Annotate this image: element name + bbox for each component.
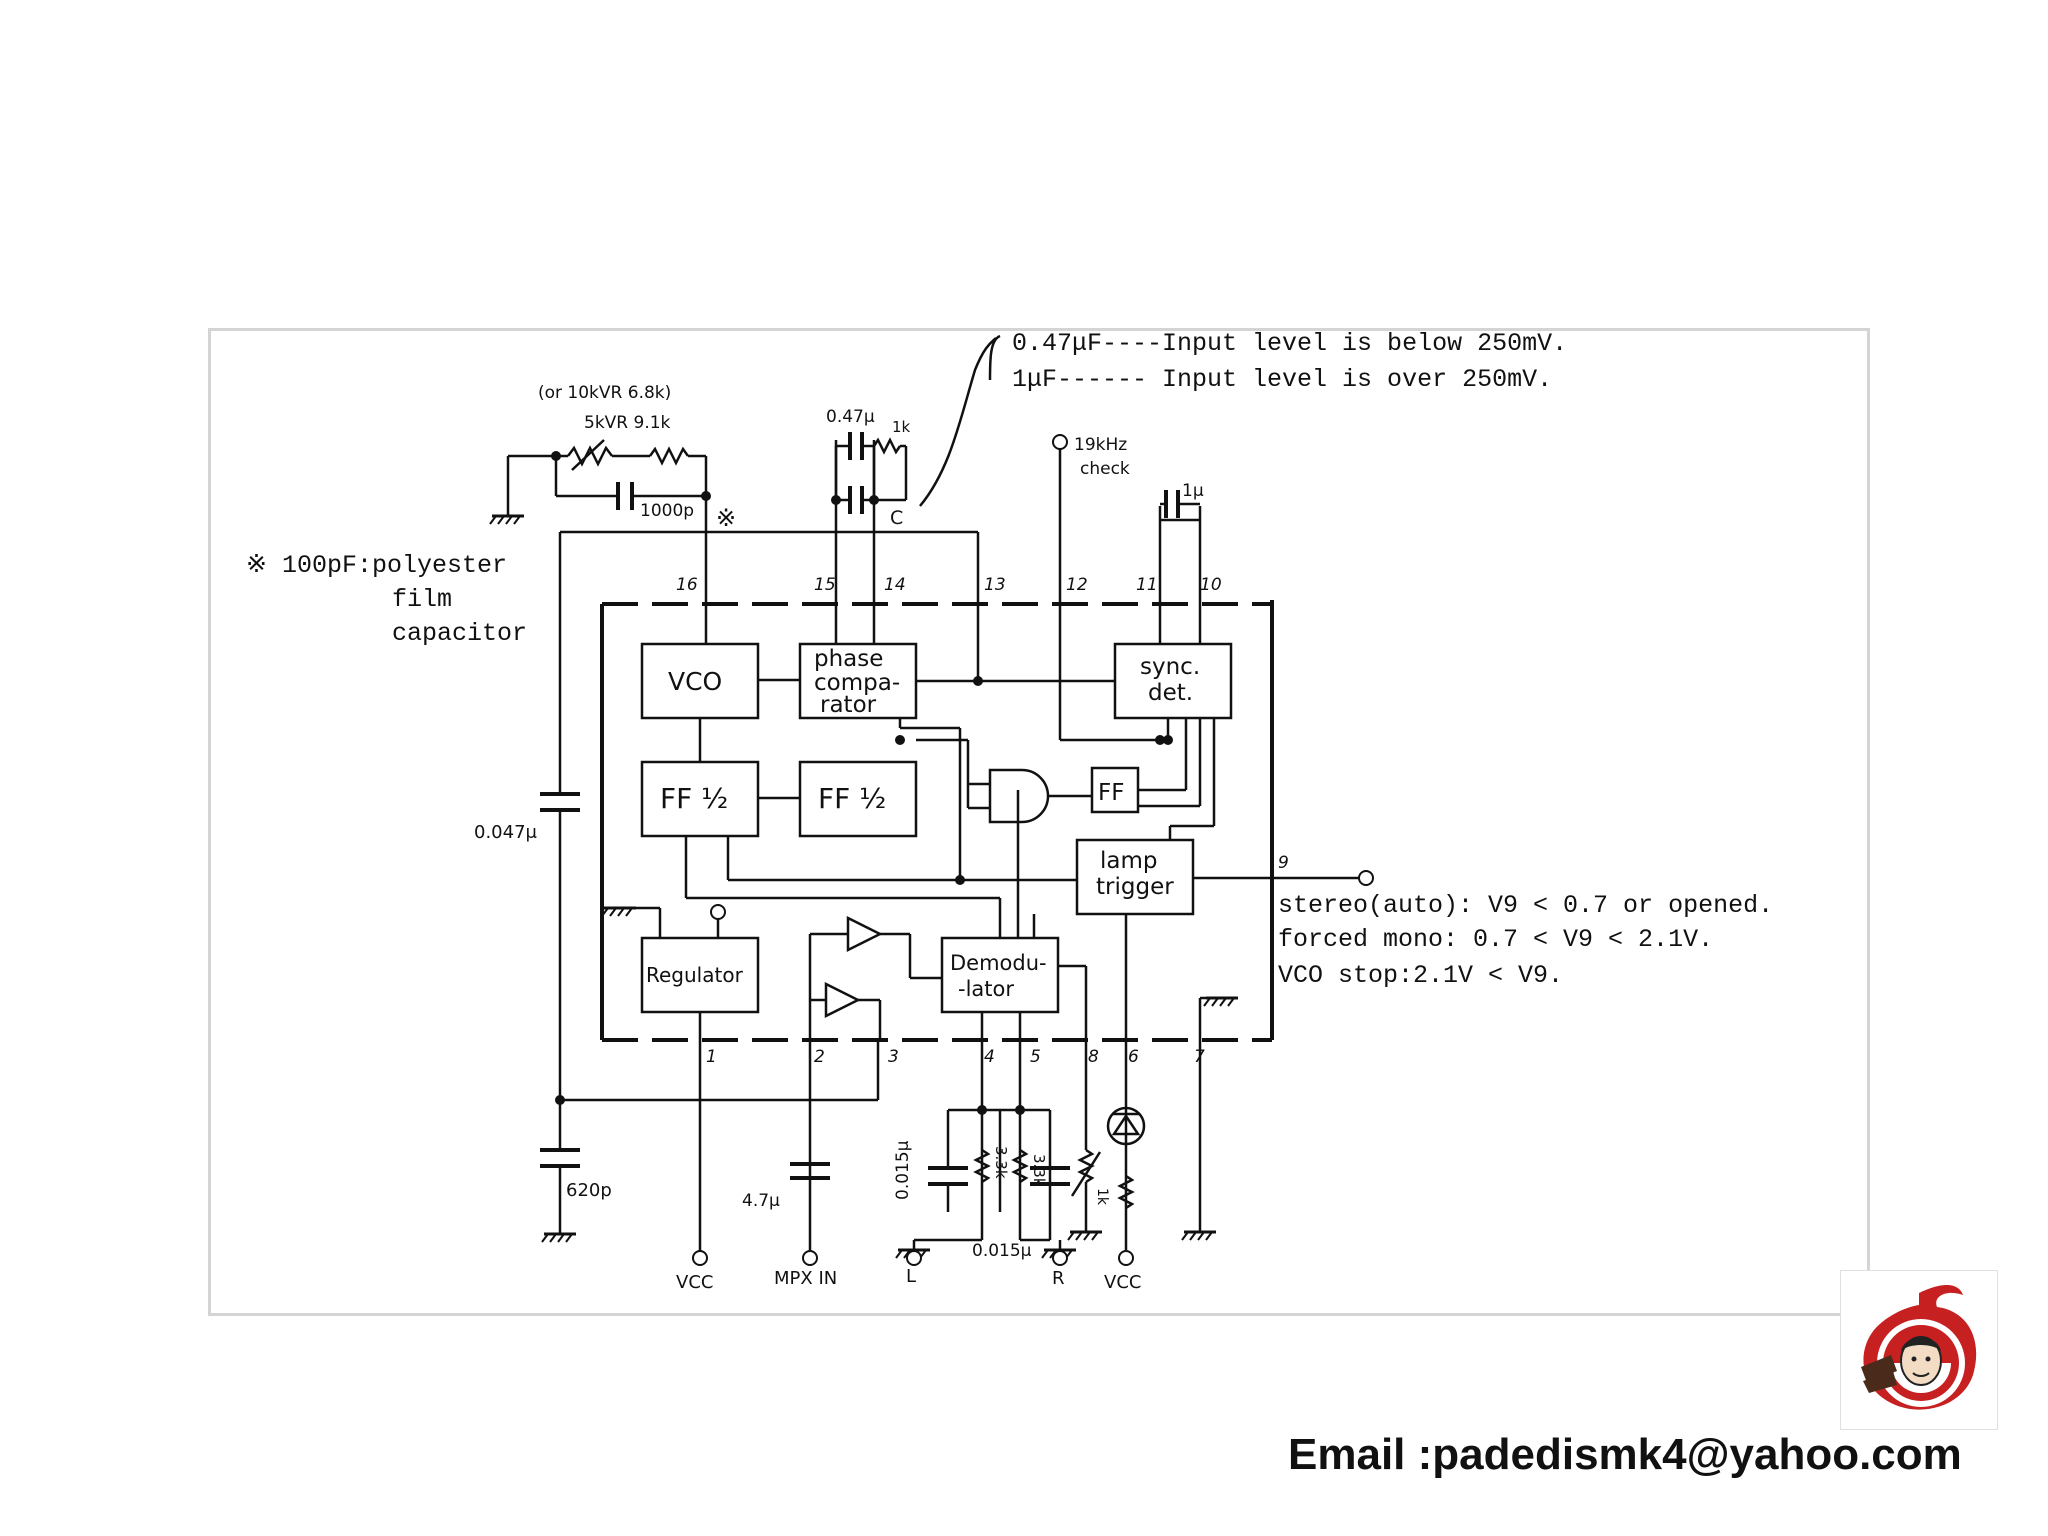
- pin-16: 16: [676, 575, 698, 595]
- phase-label-1: phase: [814, 646, 883, 672]
- junction-dots: [551, 451, 1173, 1115]
- and-gate: [988, 768, 1050, 824]
- pin-6: 6: [1128, 1047, 1139, 1067]
- note-top-line2: 1μF------ Input level is over 250mV.: [1012, 365, 1552, 394]
- logo-emblem-icon: [1861, 1284, 1977, 1410]
- note-right-line1: stereo(auto): V9 < 0.7 or opened.: [1278, 891, 1773, 920]
- led-icon: [1111, 1113, 1141, 1136]
- pin-1: 1: [706, 1047, 717, 1067]
- ff-label: FF: [1098, 780, 1124, 806]
- regulator-label: Regulator: [646, 963, 744, 987]
- check-label-2: check: [1080, 459, 1130, 479]
- vcc-label-1: VCC: [676, 1272, 713, 1293]
- cap-1000p-label: 1000p: [640, 501, 694, 521]
- note-right-line2: forced mono: 0.7 < V9 < 2.1V.: [1278, 925, 1713, 954]
- res-33k-b-label: 3.3k: [1030, 1154, 1048, 1187]
- cap-47u-label: 4.7μ: [742, 1191, 780, 1211]
- note-capacitor-line2: film: [392, 585, 452, 614]
- note-right-line3: VCO stop:2.1V < V9.: [1278, 961, 1563, 990]
- lamp-label-2: trigger: [1096, 874, 1174, 900]
- pin-5: 5: [1030, 1047, 1041, 1067]
- ff-half-b-label: FF ½: [818, 782, 886, 815]
- pin-10: 10: [1200, 575, 1222, 595]
- cap-620p-label: 620p: [566, 1180, 612, 1201]
- note-capacitor-line3: capacitor: [392, 619, 527, 648]
- vcc-label-2: VCC: [1104, 1272, 1141, 1293]
- note-capacitor-line1: ※ 100pF:polyester: [246, 551, 507, 580]
- amp-lower: [824, 981, 861, 1019]
- node-c-label: C: [890, 507, 903, 529]
- vco-label: VCO: [668, 667, 722, 696]
- pin-4: 4: [984, 1047, 995, 1067]
- amp-upper: [846, 915, 883, 953]
- pin-15: 15: [814, 575, 836, 595]
- r-label: R: [1052, 1268, 1065, 1289]
- pin-12: 12: [1066, 575, 1088, 595]
- cap-0047u-label: 0.047μ: [474, 822, 538, 843]
- res-1k-label: 1k: [892, 418, 911, 436]
- cap-1u-label: 1μ: [1182, 481, 1204, 501]
- cap-0015u-a-label: 0.015μ: [893, 1140, 913, 1200]
- diagram-frame: [208, 328, 1870, 1316]
- pin-3: 3: [888, 1047, 899, 1067]
- check-label-1: 19kHz: [1074, 435, 1127, 455]
- pin-14: 14: [884, 575, 906, 595]
- res-1k-bottom-label: 1k: [1094, 1188, 1110, 1206]
- logo: [1840, 1270, 1998, 1430]
- demod-label-1: Demodu-: [950, 951, 1047, 975]
- lamp-label-1: lamp: [1100, 848, 1158, 874]
- phase-label-3: rator: [820, 692, 877, 718]
- pin-7: 7: [1194, 1047, 1205, 1067]
- note-top-line1: 0.47μF----Input level is below 250mV.: [1012, 329, 1567, 358]
- mpx-in-label: MPX IN: [774, 1268, 837, 1289]
- pin-13: 13: [984, 575, 1006, 595]
- ff-half-a-label: FF ½: [660, 782, 728, 815]
- cap-047u-label: 0.47μ: [826, 407, 875, 427]
- pin-9: 9: [1278, 853, 1289, 873]
- phase-label-2: compa-: [814, 670, 900, 696]
- cap-mark-label: ※: [716, 504, 736, 532]
- l-label: L: [906, 1266, 916, 1287]
- res-33k-a-label: 3.3k: [992, 1146, 1010, 1179]
- pin-8: 8: [1088, 1047, 1099, 1067]
- vr-main-label: 5kVR 9.1k: [584, 413, 671, 433]
- pin-2: 2: [814, 1047, 825, 1067]
- sync-label-1: sync.: [1140, 654, 1200, 680]
- demod-label-2: -lator: [958, 977, 1014, 1001]
- vr-alt-label: (or 10kVR 6.8k): [538, 383, 671, 403]
- cap-0015u-b-label: 0.015μ: [972, 1241, 1032, 1261]
- footer-email: Email :padedismk4@yahoo.com: [1288, 1430, 1962, 1479]
- pin-11: 11: [1136, 575, 1158, 595]
- sync-label-2: det.: [1148, 680, 1193, 706]
